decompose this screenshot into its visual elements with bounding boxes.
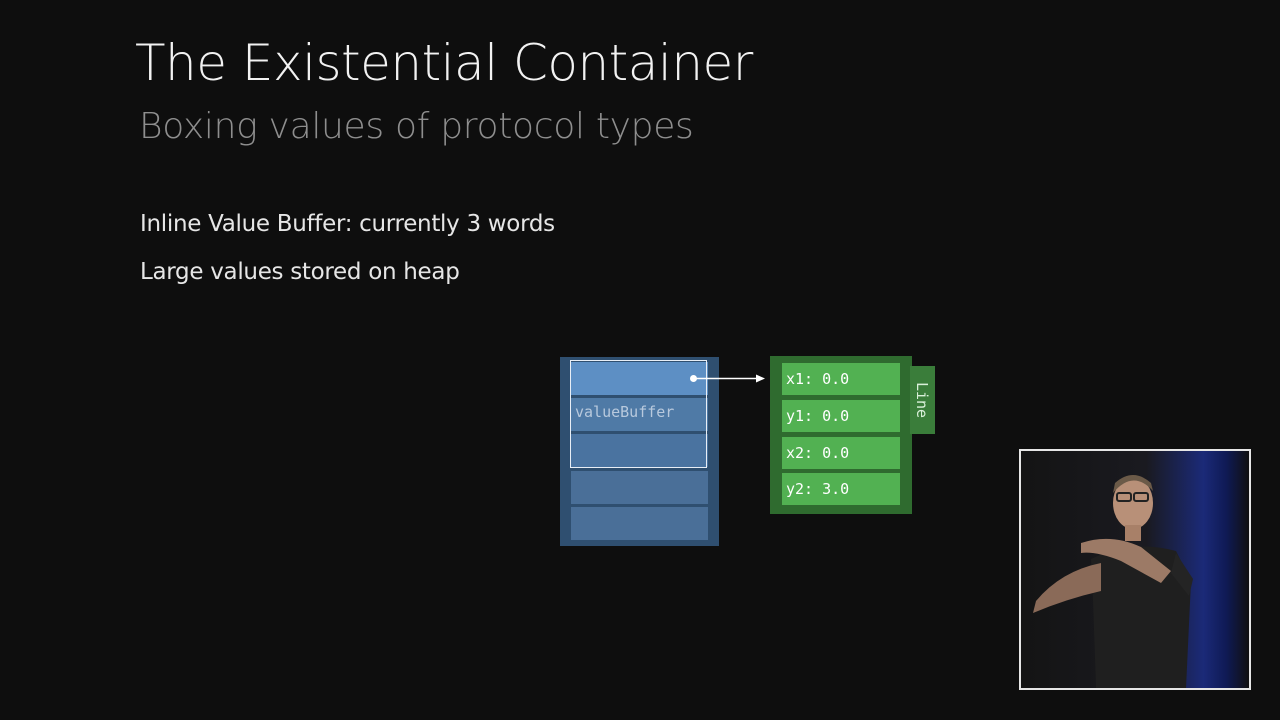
heap-field-x1: x1: 0.0 (782, 363, 900, 395)
heap-field-y1: y1: 0.0 (782, 400, 900, 432)
value-buffer-label: valueBuffer (575, 403, 674, 421)
container-slot (571, 471, 708, 504)
presenter-video-inset (1019, 449, 1251, 690)
heap-pointer-arrow-icon (690, 370, 770, 386)
container-slot (571, 507, 708, 540)
heap-line-object: x1: 0.0 y1: 0.0 x2: 0.0 y2: 3.0 (770, 356, 912, 514)
presenter-image (1021, 451, 1249, 688)
heap-type-label: Line (914, 382, 932, 418)
slide-title: The Existential Container (135, 34, 753, 92)
heap-field-x2: x2: 0.0 (782, 437, 900, 469)
slide-subtitle: Boxing values of protocol types (139, 106, 694, 147)
bullet-large-values-heap: Large values stored on heap (140, 259, 460, 285)
bullet-inline-value-buffer: Inline Value Buffer: currently 3 words (140, 211, 555, 237)
heap-field-y2: y2: 3.0 (782, 473, 900, 505)
heap-type-tab: Line (910, 366, 935, 434)
